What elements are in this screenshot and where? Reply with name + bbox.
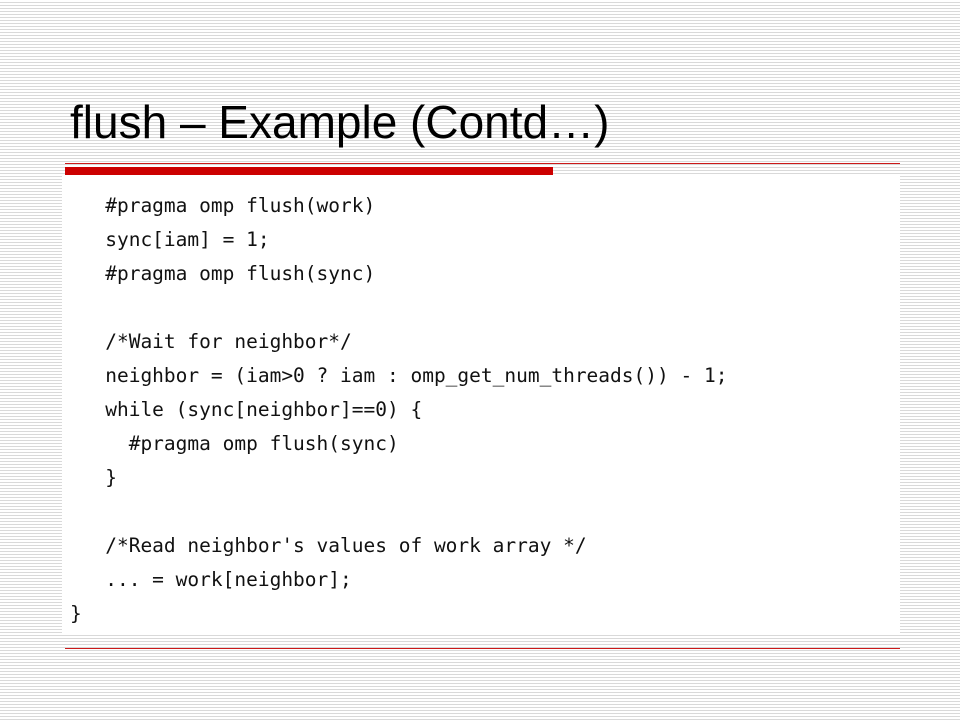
code-listing-panel: #pragma omp flush(work) sync[iam] = 1; #…: [62, 175, 900, 633]
code-line: #pragma omp flush(sync): [70, 432, 399, 455]
code-line: while (sync[neighbor]==0) {: [70, 398, 423, 421]
code-line: }: [70, 466, 117, 489]
code-line: #pragma omp flush(work): [70, 194, 376, 217]
code-line: }: [70, 602, 82, 625]
code-line: /*Read neighbor's values of work array *…: [70, 534, 587, 557]
code-line: [70, 495, 727, 529]
code-line: [70, 291, 727, 325]
title-accent-bar: [65, 167, 553, 175]
code-line: neighbor = (iam>0 ? iam : omp_get_num_th…: [70, 364, 728, 387]
code-line: #pragma omp flush(sync): [70, 262, 376, 285]
slide-title: flush – Example (Contd…): [70, 96, 610, 148]
code-line: sync[iam] = 1;: [70, 228, 270, 251]
code-line: ... = work[neighbor];: [70, 568, 352, 591]
code-listing: #pragma omp flush(work) sync[iam] = 1; #…: [70, 189, 727, 631]
code-line: /*Wait for neighbor*/: [70, 330, 352, 353]
bottom-divider-line: [65, 648, 900, 649]
title-divider-line: [65, 163, 900, 164]
